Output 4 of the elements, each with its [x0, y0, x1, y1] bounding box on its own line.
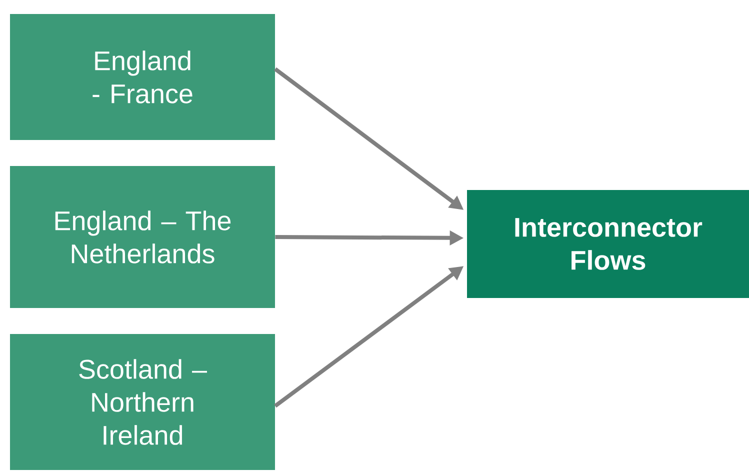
- result-box: Interconnector Flows: [467, 190, 749, 298]
- region-box: England – The Netherlands: [10, 166, 275, 308]
- region-box: England - France: [10, 14, 275, 140]
- region-box: Scotland – Northern Ireland: [10, 334, 275, 470]
